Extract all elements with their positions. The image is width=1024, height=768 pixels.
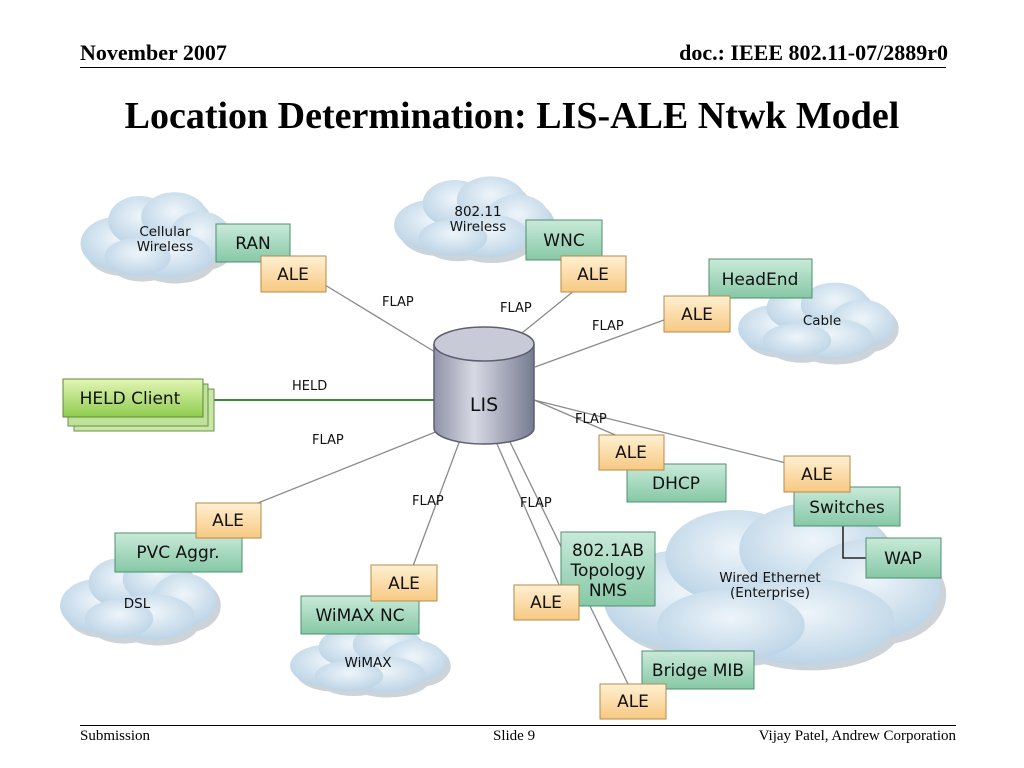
cloud-dsl-label: DSL xyxy=(124,596,151,612)
topology-label-1: 802.1AB xyxy=(572,541,644,561)
ale-box-dhcp: ALE xyxy=(598,434,665,471)
cloud-ethernet-label-2: (Enterprise) xyxy=(730,585,810,601)
ale-label: ALE xyxy=(212,511,244,531)
cloud-cellular-label-2: Wireless xyxy=(137,239,194,255)
cloud-ethernet-label-1: Wired Ethernet xyxy=(719,570,820,586)
lis-label: LIS xyxy=(470,394,498,416)
link-ale-switches xyxy=(533,399,787,464)
ale-label: ALE xyxy=(577,265,609,285)
wap-box: WAP xyxy=(865,537,942,579)
cloud-cellular-label-1: Cellular xyxy=(139,224,191,240)
headend-label: HeadEnd xyxy=(722,270,799,290)
flap-label-wnc: FLAP xyxy=(500,301,532,316)
wimax-nc-box: WiMAX NC xyxy=(300,595,420,635)
cloud-wimax-label: WiMAX xyxy=(345,655,392,671)
link-lines xyxy=(252,284,787,685)
link-ale-headend xyxy=(534,319,665,368)
ale-box-cable: ALE xyxy=(663,295,731,333)
link-ale-dhcp xyxy=(533,399,621,438)
wnc-box: WNC xyxy=(525,219,603,261)
footer-slide-number: Slide 9 xyxy=(493,728,536,744)
ale-label: ALE xyxy=(615,443,647,463)
dhcp-label: DHCP xyxy=(652,474,700,494)
footer-divider xyxy=(80,725,956,726)
wimax-nc-label: WiMAX NC xyxy=(315,606,404,626)
bridge-mib-box: Bridge MIB xyxy=(641,650,755,690)
flap-label-wimax: FLAP xyxy=(412,494,444,509)
ale-box-wimax: ALE xyxy=(370,564,438,602)
flap-label-headend: FLAP xyxy=(592,319,624,334)
topology-label-3: NMS xyxy=(589,581,627,601)
link-ale-wimax xyxy=(412,439,461,567)
switches-label: Switches xyxy=(809,498,885,518)
topology-label-2: Topology xyxy=(569,561,645,581)
cloud-cable-label: Cable xyxy=(803,313,841,329)
ale-label: ALE xyxy=(388,574,420,594)
link-ale-ran xyxy=(324,284,441,356)
held-label: HELD xyxy=(292,379,327,394)
header-divider xyxy=(80,67,946,68)
header-date: November 2007 xyxy=(80,40,227,65)
pvc-box: PVC Aggr. xyxy=(114,532,243,573)
ale-label: ALE xyxy=(530,593,562,613)
pvc-label: PVC Aggr. xyxy=(136,543,219,563)
lis-database: LIS xyxy=(433,326,535,445)
ale-label: ALE xyxy=(681,305,713,325)
held-client: HELD Client xyxy=(62,378,215,432)
wap-label: WAP xyxy=(884,549,922,569)
link-ale-pvc xyxy=(252,426,449,506)
ale-box-cellular: ALE xyxy=(260,255,327,293)
footer-submission: Submission xyxy=(80,728,151,744)
slide-title: Location Determination: LIS-ALE Ntwk Mod… xyxy=(124,95,900,137)
ale-label: ALE xyxy=(617,692,649,712)
ale-box-switches: ALE xyxy=(783,455,851,493)
ale-box-dsl: ALE xyxy=(195,502,262,539)
flap-label-topology: FLAP xyxy=(520,496,552,511)
headend-box: HeadEnd xyxy=(708,258,813,299)
cloud-80211-label-2: Wireless xyxy=(450,219,507,235)
flap-label-pvc: FLAP xyxy=(312,433,344,448)
wnc-label: WNC xyxy=(543,231,584,251)
flap-label-ran: FLAP xyxy=(382,295,414,310)
cloud-80211-label-1: 802.11 xyxy=(454,204,501,220)
link-switches-wap xyxy=(842,526,866,559)
flap-label-dhcp: FLAP xyxy=(575,412,607,427)
bridge-mib-label: Bridge MIB xyxy=(652,661,744,681)
ran-label: RAN xyxy=(235,234,270,254)
footer-author: Vijay Patel, Andrew Corporation xyxy=(758,728,956,744)
switches-box: Switches xyxy=(793,486,901,527)
ale-box-80211: ALE xyxy=(560,255,627,293)
ale-label: ALE xyxy=(801,465,833,485)
ale-label: ALE xyxy=(277,265,309,285)
ale-box-bridge: ALE xyxy=(599,683,667,720)
link-ale-wnc xyxy=(521,289,576,334)
held-client-label: HELD Client xyxy=(80,389,181,409)
ale-box-topology: ALE xyxy=(513,584,580,621)
link-ale-topology xyxy=(496,443,561,588)
header-doc-id: doc.: IEEE 802.11-07/2889r0 xyxy=(679,40,948,65)
